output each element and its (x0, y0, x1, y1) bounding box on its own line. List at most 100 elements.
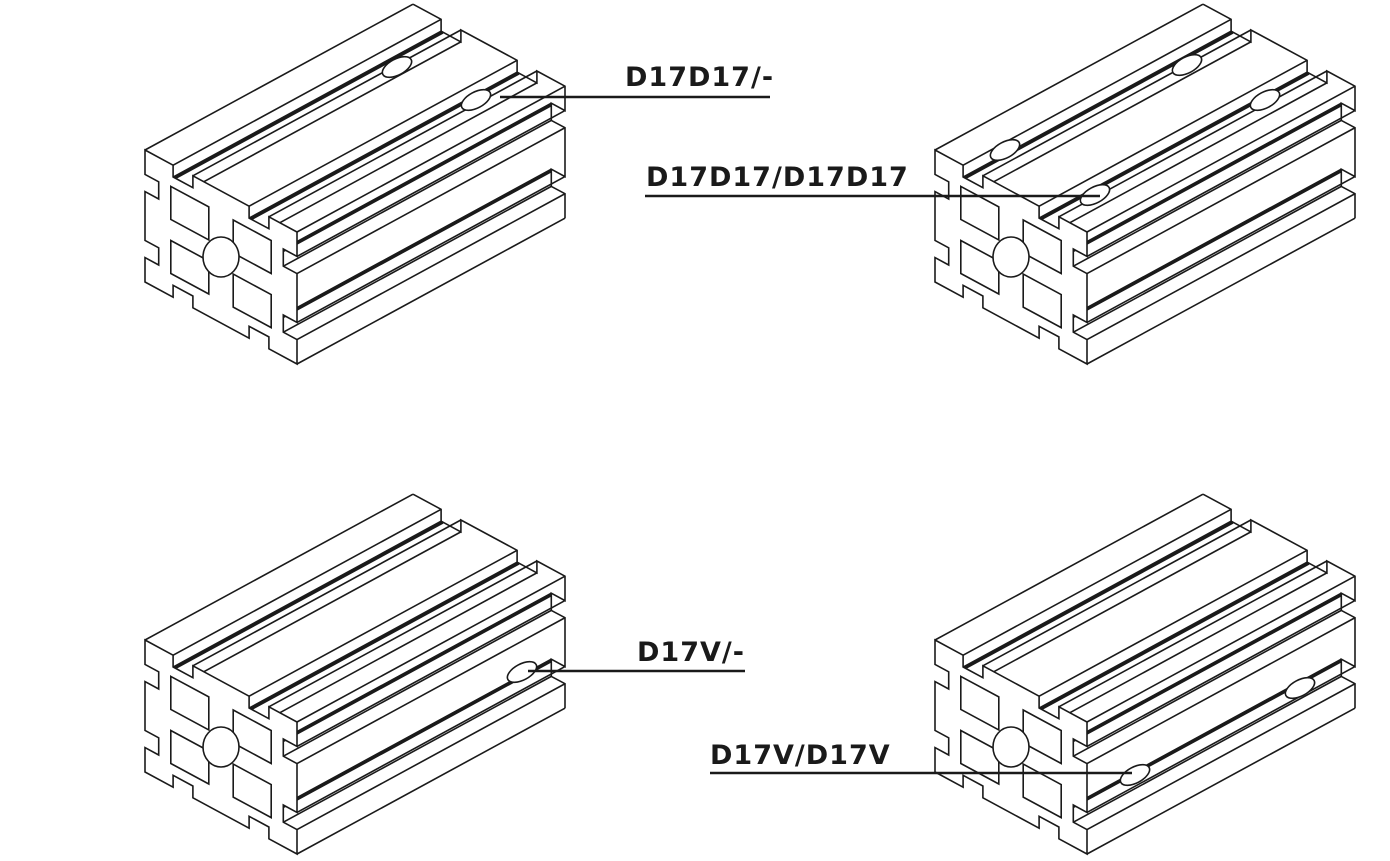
d17-cutout-mark (1119, 763, 1151, 787)
d17-cutout-mark (1171, 53, 1203, 77)
profile-extrusion-line (248, 59, 518, 207)
profile-extrusion-line (1038, 549, 1308, 697)
profile-center-bore (202, 726, 240, 768)
profile-bottom-right (934, 493, 1356, 856)
profile-extrusion-line (1058, 572, 1328, 720)
d17-cutout-mark (1249, 88, 1281, 112)
profile-extrusion-line (172, 18, 442, 166)
profile-extrusion-line (296, 85, 566, 233)
profile-extrusion-line (192, 29, 462, 177)
profile-groove-line (1072, 168, 1343, 318)
profile-cavity (170, 239, 210, 296)
profile-cavity (1022, 762, 1062, 819)
profile-extrusion-line (144, 493, 414, 641)
profile-extrusion-line (296, 599, 566, 748)
profile-extrusion-line (1086, 175, 1356, 324)
profile-extrusion-line (934, 3, 1204, 151)
profile-cavity (959, 239, 1000, 296)
label-bottom-left: D17V/- (637, 637, 745, 668)
profile-extrusion-line (248, 549, 518, 697)
profile-extrusion-line (1086, 85, 1356, 233)
profile-extrusion-line (1086, 217, 1356, 365)
profile-extrusion-line (282, 609, 552, 757)
profile-extrusion-line (1086, 707, 1356, 855)
profile-top-left (144, 3, 566, 366)
profile-cavity (232, 762, 273, 819)
profile-extrusion-line (1086, 575, 1356, 723)
profile-extrusion-line (1072, 675, 1342, 823)
profile-extrusion-line (1058, 560, 1328, 708)
profile-back-edge (412, 493, 566, 709)
d17-cutout-mark (989, 138, 1021, 162)
profile-center-bore (992, 726, 1030, 768)
profile-extrusion-line (282, 119, 552, 267)
profile-center-bore (992, 236, 1030, 278)
profile-extrusion-line (296, 707, 566, 855)
profile-cavity (959, 675, 1000, 732)
d17-cutout-mark (1284, 676, 1316, 700)
profile-cavity (170, 675, 210, 732)
profile-extrusion-line (296, 575, 566, 723)
profile-cavity (170, 185, 210, 242)
profile-extrusion-line (1038, 59, 1308, 207)
profile-extrusion-line (296, 175, 566, 324)
profile-extrusion-line (192, 41, 462, 189)
profile-extrusion-line (296, 109, 566, 258)
profile-extrusion-line (1072, 609, 1342, 757)
profile-groove-line (173, 30, 444, 180)
profile-extrusion-line (268, 70, 538, 218)
profile-groove-line (963, 520, 1234, 670)
profile-center-bore (202, 236, 240, 278)
profile-extrusion-line (296, 683, 566, 831)
profile-extrusion-line (268, 82, 538, 230)
profile-extrusion-line (1058, 82, 1328, 230)
profile-extrusion-line (1086, 193, 1356, 341)
profile-extrusion-line (296, 127, 566, 275)
profile-extrusion-line (1086, 617, 1356, 765)
profile-extrusion-line (192, 531, 462, 679)
profile-extrusion-line (296, 665, 566, 814)
profile-cavity (959, 185, 1000, 242)
profile-extrusion-line (1086, 599, 1356, 748)
profile-extrusion-line (296, 617, 566, 765)
profile-extrusion-line (982, 29, 1252, 177)
profile-groove-line (1039, 561, 1310, 711)
profile-extrusion-line (1086, 109, 1356, 258)
profile-groove-line (282, 658, 553, 808)
profile-extrusion-line (1072, 119, 1342, 267)
profile-bottom-left (144, 493, 566, 856)
profile-cavity (170, 729, 210, 786)
profile-back-edge (1202, 493, 1356, 709)
profile-groove-line (1072, 592, 1343, 742)
label-top-right: D17D17/D17D17 (646, 162, 909, 193)
profile-extrusion-line (962, 508, 1232, 656)
profile-extrusion-line (282, 675, 552, 823)
profile-extrusion-line (268, 560, 538, 708)
profile-cavity (232, 272, 273, 329)
profile-extrusion-line (282, 185, 552, 333)
profile-extrusion-line (1086, 127, 1356, 275)
profile-back-edge (412, 3, 566, 219)
profile-extrusion-line (982, 41, 1252, 189)
profile-extrusion-line (1072, 185, 1342, 333)
profile-cavity (959, 729, 1000, 786)
profile-top-right (934, 3, 1356, 366)
d17-cutout-mark (381, 55, 413, 79)
profile-extrusion-line (296, 193, 566, 341)
profile-extrusion-line (296, 217, 566, 365)
profile-groove-line (173, 520, 444, 670)
d17-cutout-mark (506, 660, 538, 684)
profile-extrusion-line (268, 572, 538, 720)
profile-back-edge (1202, 3, 1356, 219)
profile-extrusion-line (982, 531, 1252, 679)
profile-groove-line (282, 168, 553, 318)
profile-extrusion-line (172, 508, 442, 656)
profile-groove-line (1072, 102, 1343, 252)
profile-extrusion-line (934, 493, 1204, 641)
profile-extrusion-line (192, 519, 462, 667)
profile-extrusion-line (1086, 665, 1356, 814)
profile-groove-line (249, 561, 520, 711)
label-top-left: D17D17/- (625, 62, 775, 93)
profile-cavity (1022, 272, 1062, 329)
